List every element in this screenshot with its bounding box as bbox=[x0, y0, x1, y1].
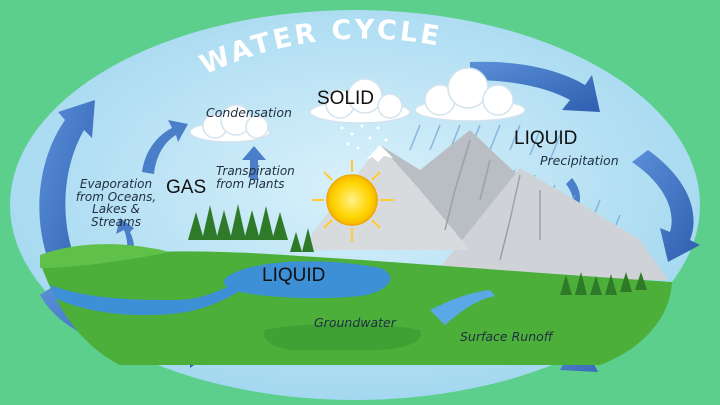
label-surface-runoff: Surface Runoff bbox=[460, 329, 553, 344]
trees bbox=[188, 204, 647, 295]
cloud-solid bbox=[309, 78, 411, 124]
lake bbox=[224, 261, 391, 299]
sun bbox=[312, 160, 394, 242]
label-precipitation: Precipitation bbox=[540, 153, 619, 168]
snow bbox=[340, 124, 388, 150]
groundwater-pool bbox=[264, 324, 421, 350]
left-cycle-arrow bbox=[39, 100, 95, 300]
label-transpiration: Transpiration from Plants bbox=[216, 164, 295, 191]
state-solid: SOLID bbox=[317, 88, 375, 109]
hill-left bbox=[40, 244, 170, 268]
cloud-precipitation bbox=[414, 67, 526, 122]
clouds bbox=[189, 67, 526, 143]
mountain-right bbox=[430, 168, 668, 280]
land bbox=[40, 251, 672, 365]
state-liquid-lake: LIQUID bbox=[262, 265, 326, 286]
transpiration-arrow bbox=[242, 146, 266, 180]
state-gas: GAS bbox=[166, 177, 207, 198]
label-evaporation: Evaporation from Oceans, Lakes & Streams bbox=[75, 177, 157, 229]
cloud-condensation bbox=[189, 104, 271, 143]
stream-runoff bbox=[430, 290, 495, 325]
snow-cap bbox=[366, 145, 393, 162]
right-cycle-arrow bbox=[632, 150, 700, 262]
top-right-cycle-arrow bbox=[470, 61, 600, 112]
label-condensation: Condensation bbox=[206, 105, 292, 120]
condensation-arrow bbox=[142, 120, 188, 174]
state-liquid-precipitation: LIQUID bbox=[514, 128, 578, 149]
label-groundwater: Groundwater bbox=[314, 315, 396, 330]
river-left bbox=[50, 285, 238, 316]
